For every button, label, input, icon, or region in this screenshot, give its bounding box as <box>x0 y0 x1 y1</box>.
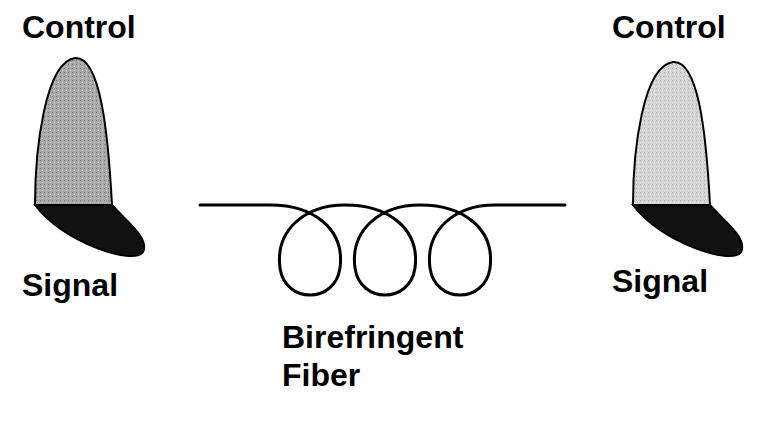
left-pulse <box>35 58 144 256</box>
pulse-label: Control <box>22 8 182 46</box>
fiber-label: Birefringent Fiber <box>282 318 502 395</box>
pulse-label: Control <box>612 8 757 46</box>
pulse-label: Signal <box>612 262 757 300</box>
fiber-coil <box>200 205 565 295</box>
signal-pulse <box>35 205 144 256</box>
signal-pulse <box>633 205 742 256</box>
pulse-label: Signal <box>22 266 182 304</box>
control-pulse <box>35 58 112 205</box>
right-pulse <box>633 62 742 256</box>
control-pulse <box>633 62 710 205</box>
